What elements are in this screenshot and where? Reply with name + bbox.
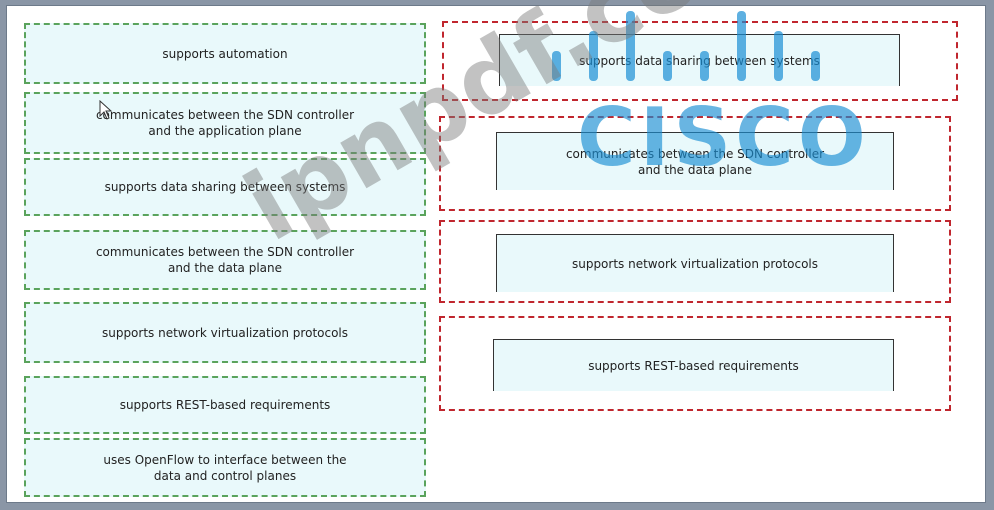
placed-item-data-plane[interactable]: communicates between the SDN controller … [496, 132, 894, 190]
drag-item-network-virtualization[interactable]: supports network virtualization protocol… [24, 302, 426, 363]
drag-item-rest[interactable]: supports REST-based requirements [24, 376, 426, 434]
placed-item-rest[interactable]: supports REST-based requirements [493, 339, 894, 391]
mouse-cursor-icon [99, 100, 113, 120]
drag-drop-panel: supports automation communicates between… [6, 0, 986, 503]
drag-item-openflow[interactable]: uses OpenFlow to interface between the d… [24, 438, 426, 497]
drag-item-automation[interactable]: supports automation [24, 23, 426, 84]
drag-item-data-plane[interactable]: communicates between the SDN controller … [24, 230, 426, 290]
placed-item-network-virtualization[interactable]: supports network virtualization protocol… [496, 234, 894, 292]
drag-item-application-plane[interactable]: communicates between the SDN controller … [24, 92, 426, 154]
placed-item-data-sharing[interactable]: supports data sharing between systems [499, 34, 900, 86]
drag-item-data-sharing[interactable]: supports data sharing between systems [24, 158, 426, 216]
drop-target-2[interactable] [439, 116, 951, 211]
drop-target-4[interactable] [439, 316, 951, 411]
drop-target-1[interactable] [442, 21, 958, 101]
drop-target-3[interactable] [439, 220, 951, 303]
